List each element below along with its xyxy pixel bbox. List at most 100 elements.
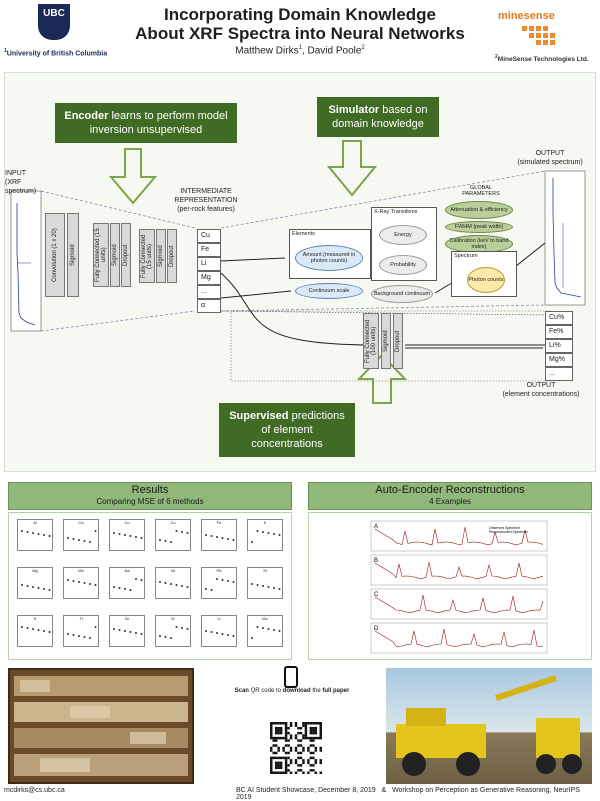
mse-subplot: Mn [63,567,99,599]
subplot-point [83,582,86,584]
results-header: Results Comparing MSE of 6 methods [8,482,292,510]
mse-subplot: Pb [201,567,237,599]
subplot-point [43,588,45,590]
qr-module [282,749,285,752]
qr-module [307,746,310,750]
output-cell: Li% [545,339,573,353]
qr-module [279,731,283,735]
qr-module [284,734,288,737]
qr-module [304,729,308,732]
mse-subplot: Li [201,615,237,647]
latent-cell: ... [197,285,221,299]
qr-module [312,731,315,735]
subplot-point [78,635,80,637]
layer-fc-1: Fully Connected (15 units) [93,223,109,287]
qr-module [314,736,318,740]
qr-module [299,751,303,755]
dec-fc: Fully Connected (100 units) [363,313,379,369]
qr-module [304,724,308,727]
output-cell: Mg% [545,353,573,367]
subplot-title: Pb [216,568,222,573]
energy-node: Energy [379,225,427,245]
qr-module [319,749,322,752]
subplot-point [251,583,253,585]
subplot-point [164,540,167,542]
qr-module [284,751,288,755]
qr-module [279,726,283,730]
qr-module [297,739,300,742]
output-concentrations: Cu% Fe% Li% Mg% ... [545,311,573,381]
qr-module [309,722,313,725]
qr-module [274,731,278,735]
subplot-point [72,538,75,540]
mse-subplot: Zr [155,615,191,647]
subplot-point [186,586,189,588]
qr-module [287,739,290,742]
subplot-point [175,530,178,532]
mse-subplot: Ni [155,567,191,599]
subplot-point [37,533,40,535]
qr-module [270,726,273,730]
recon-line [374,594,544,614]
qr-module [287,769,290,772]
qr-module [282,746,285,750]
subplot-point [227,634,229,636]
qr-module [274,744,278,747]
subplot-point [67,537,69,539]
authors: Matthew Dirks1, David Poole2 [235,45,365,57]
subplot-point [170,637,172,639]
qr-module [302,771,305,774]
qr-module [274,751,278,755]
qr-module [312,726,315,730]
qr-module [284,722,288,725]
qr-module [277,731,280,735]
mse-subplot: Cu [155,519,191,551]
subplot-point [26,585,29,587]
output-cell: Cu% [545,311,573,325]
subplot-title: K [263,520,267,525]
subplot-points [21,626,51,633]
qr-module [309,769,313,772]
subplot-point [129,535,132,537]
subplot-point [113,628,115,630]
layer-dropout-1: Dropout [121,223,131,287]
qr-module [299,726,303,730]
minesense-logo: minesense [498,10,555,22]
qr-module [297,751,300,755]
qr-module [314,761,318,765]
qr-module [274,736,278,740]
subplot-point [175,584,178,586]
mse-subplot: Si [247,567,283,599]
qr-code[interactable] [270,722,322,774]
subplot-title: Na [124,568,130,573]
subplot-point [216,632,218,634]
subplot-point [32,628,34,630]
subplot-point [273,587,275,589]
layer-sigmoid-3: Sigmoid [156,229,166,283]
latent-cell: Cu [197,229,221,243]
output-top-label: OUTPUT(simulated spectrum) [517,150,583,166]
qr-module [302,724,305,727]
recon-example-label: A [374,524,378,530]
subplot-points [159,530,189,543]
mining-truck-illustration [396,675,582,776]
subplot-title: Zr [171,616,175,621]
qr-module [299,744,303,747]
qr-module [287,726,290,730]
qr-module [279,729,283,732]
subplot-point [181,585,183,587]
recon-line [374,526,544,546]
qr-module [307,722,310,725]
subplot-point [278,588,281,590]
qr-module [299,769,303,772]
contact-email[interactable]: mcdirks@cs.ubc.ca [4,787,65,794]
qr-code-graphic [270,722,322,774]
subplot-point [221,633,224,635]
subplot-points [21,530,51,537]
qr-module [272,744,275,747]
dec-sigmoid: Sigmoid [381,313,391,369]
layer-sigmoid-1: Sigmoid [67,213,79,297]
subplot-point [135,536,137,538]
qr-module [270,746,273,750]
subplot-point [210,589,213,591]
